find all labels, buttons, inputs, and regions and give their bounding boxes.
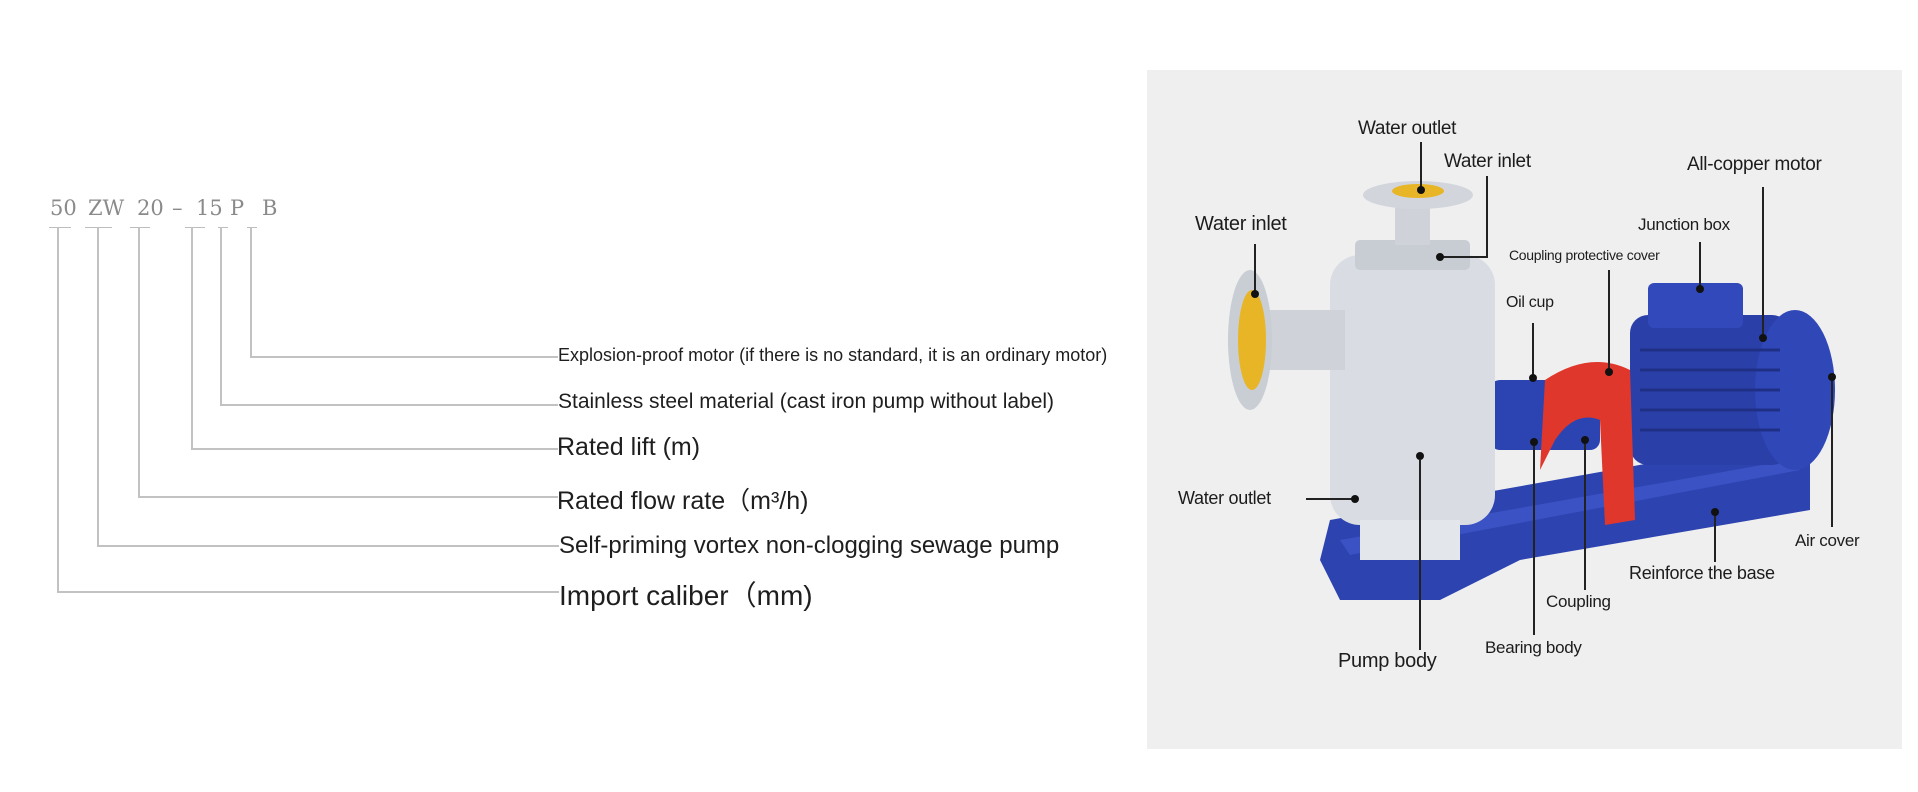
marker-water-inlet-top bbox=[1436, 253, 1444, 261]
marker-pump-body bbox=[1416, 452, 1424, 460]
connector-zw-horizontal bbox=[97, 545, 559, 547]
connector-15-horizontal bbox=[191, 448, 558, 450]
leader-coupling-cover bbox=[1608, 270, 1610, 370]
leader-air-cover bbox=[1831, 377, 1833, 527]
label-oil-cup: Oil cup bbox=[1506, 294, 1554, 311]
label-pump-body: Pump body bbox=[1338, 650, 1437, 672]
junction-box-shape bbox=[1648, 283, 1743, 328]
leader-water-outlet-left bbox=[1306, 498, 1354, 500]
label-water-outlet-top: Water outlet bbox=[1358, 118, 1457, 139]
marker-air-cover bbox=[1828, 373, 1836, 381]
leader-all-copper-motor bbox=[1762, 187, 1764, 337]
underline-b bbox=[247, 227, 257, 228]
code-type: ZW bbox=[88, 196, 125, 220]
leader-oil-cup bbox=[1532, 323, 1534, 378]
leader-bearing-body bbox=[1533, 445, 1535, 635]
label-water-outlet-left: Water outlet bbox=[1178, 488, 1271, 508]
marker-bearing-body bbox=[1530, 438, 1538, 446]
label-water-inlet-left: Water inlet bbox=[1195, 213, 1287, 235]
label-junction-box: Junction box bbox=[1638, 215, 1730, 234]
connector-p-horizontal bbox=[220, 404, 558, 406]
label-air-cover: Air cover bbox=[1795, 531, 1860, 550]
marker-reinforce-base bbox=[1711, 508, 1719, 516]
connector-15-vertical bbox=[191, 227, 193, 449]
label-bearing-body: Bearing body bbox=[1485, 638, 1582, 657]
underline-50 bbox=[49, 227, 71, 228]
leader-water-inlet-top bbox=[1486, 176, 1488, 256]
legend-sewage-pump: Self-priming vortex non-clogging sewage … bbox=[559, 532, 1060, 559]
code-lift: 15 bbox=[196, 196, 223, 220]
connector-b-vertical bbox=[250, 227, 252, 357]
pump-body-shape bbox=[1330, 255, 1495, 525]
leader-coupling bbox=[1584, 440, 1586, 590]
code-dash: – bbox=[172, 196, 183, 220]
label-coupling-protective-cover: Coupling protective cover bbox=[1509, 247, 1660, 263]
leader-water-inlet-left bbox=[1254, 244, 1256, 294]
label-coupling: Coupling bbox=[1546, 592, 1611, 611]
marker-coupling bbox=[1581, 436, 1589, 444]
marker-water-outlet-left bbox=[1351, 495, 1359, 503]
connector-20-horizontal bbox=[138, 496, 558, 498]
underline-15 bbox=[185, 227, 205, 228]
coupling-guard-shape bbox=[1540, 362, 1635, 525]
connector-20-vertical bbox=[138, 227, 140, 497]
leader-reinforce-base bbox=[1714, 512, 1716, 562]
label-all-copper-motor: All-copper motor bbox=[1687, 154, 1822, 175]
legend-rated-lift: Rated lift (m) bbox=[557, 433, 701, 461]
underline-20 bbox=[130, 227, 150, 228]
legend-rated-flow: Rated flow rate（m³/h) bbox=[557, 487, 809, 515]
marker-coupling-cover bbox=[1605, 368, 1613, 376]
code-material: P bbox=[230, 196, 245, 220]
connector-zw-vertical bbox=[97, 227, 99, 546]
label-reinforce-base: Reinforce the base bbox=[1629, 563, 1775, 583]
model-code-diagram: 50 ZW 20 – 15 P B Explosion-proof motor … bbox=[49, 196, 1108, 611]
marker-junction-box bbox=[1696, 285, 1704, 293]
legend-explosion-proof: Explosion-proof motor (if there is no st… bbox=[558, 345, 1108, 365]
marker-oil-cup bbox=[1529, 374, 1537, 382]
code-motor: B bbox=[262, 196, 278, 220]
leader-water-outlet-top bbox=[1420, 142, 1422, 190]
code-caliber: 50 bbox=[50, 196, 77, 220]
code-flow: 20 bbox=[137, 196, 164, 220]
legend-import-caliber: Import caliber（mm) bbox=[559, 580, 813, 611]
leader-pump-body bbox=[1419, 460, 1421, 650]
connector-p-vertical bbox=[220, 227, 222, 405]
connector-b-horizontal bbox=[250, 356, 558, 358]
underline-p bbox=[218, 227, 228, 228]
marker-water-outlet-top bbox=[1417, 186, 1425, 194]
label-water-inlet-top: Water inlet bbox=[1444, 151, 1531, 172]
leader-junction-box bbox=[1699, 242, 1701, 287]
marker-all-copper-motor bbox=[1759, 334, 1767, 342]
legend-stainless: Stainless steel material (cast iron pump… bbox=[558, 390, 1055, 413]
connector-50-vertical bbox=[57, 227, 59, 592]
marker-water-inlet-left bbox=[1251, 290, 1259, 298]
connector-50-horizontal bbox=[57, 591, 559, 593]
